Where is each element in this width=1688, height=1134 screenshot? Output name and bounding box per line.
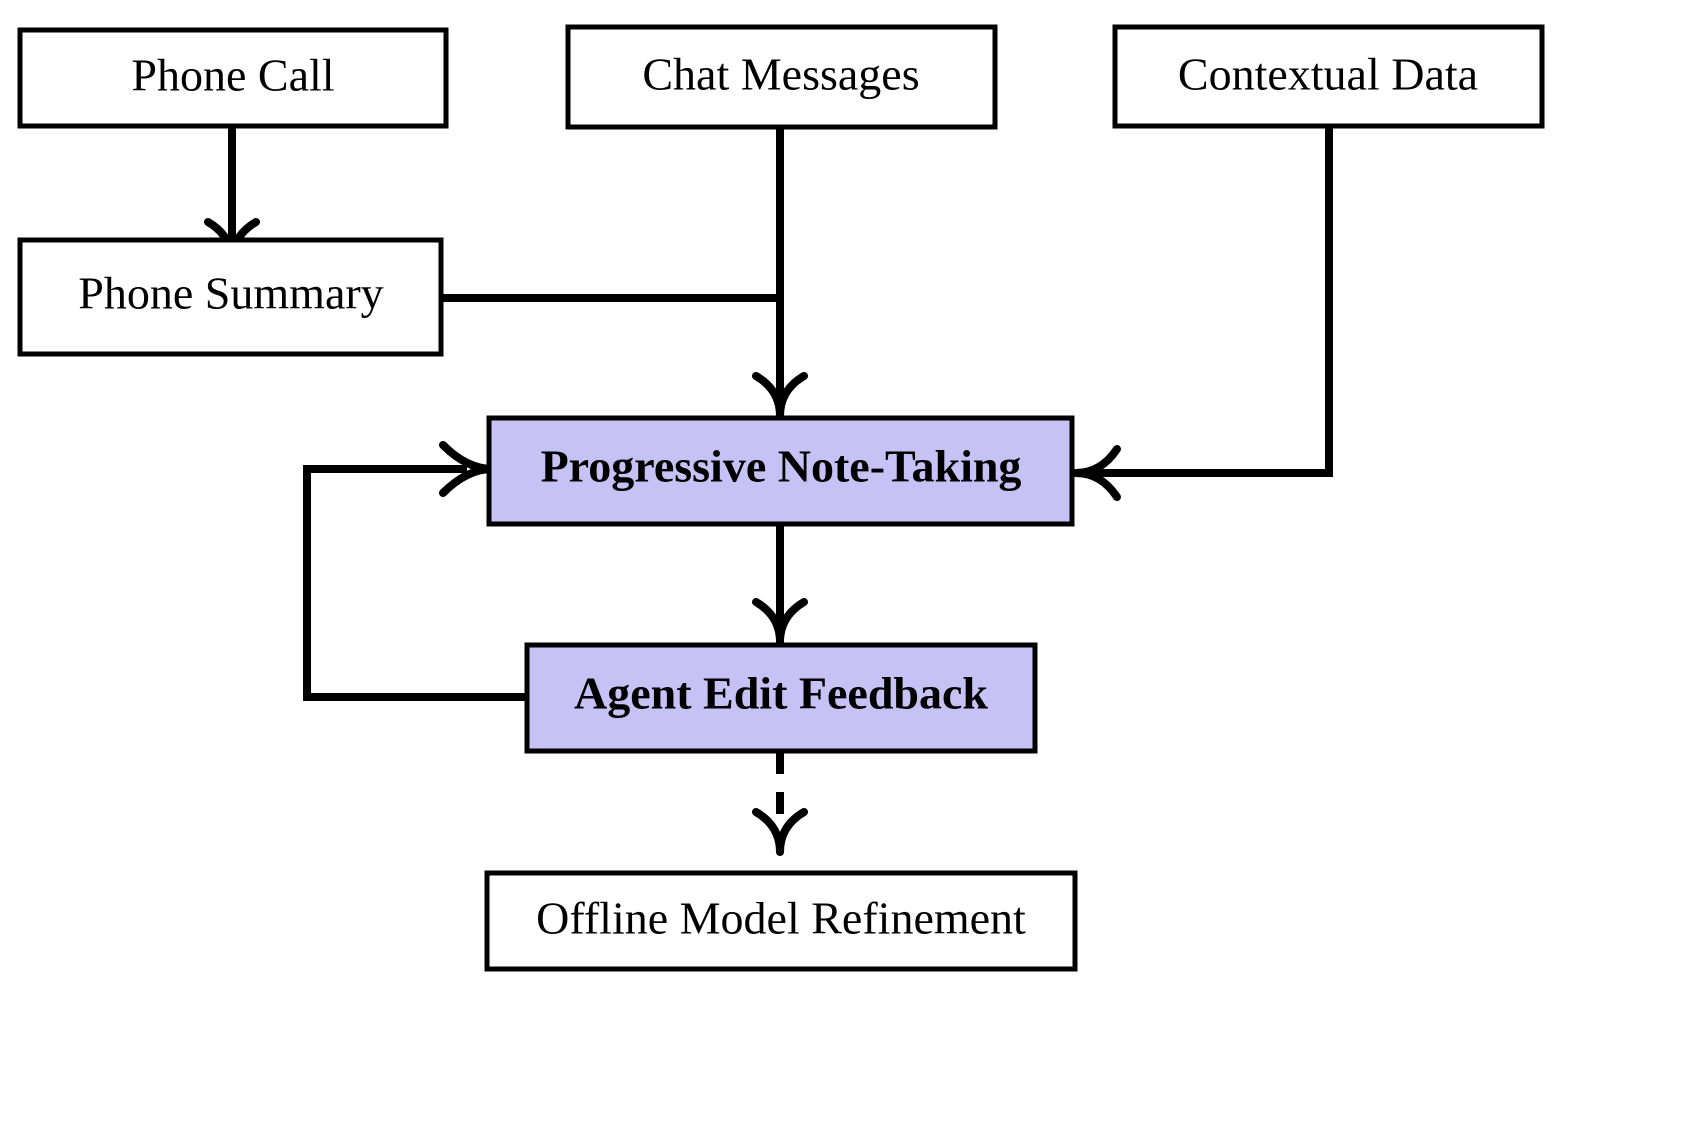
node-progressive-note-taking[interactable]: Progressive Note-Taking — [486, 415, 1075, 527]
node-phone-summary-label: Phone Summary — [78, 268, 383, 319]
node-chat-messages-label: Chat Messages — [642, 49, 919, 100]
node-offline-model-refinement-label: Offline Model Refinement — [536, 893, 1026, 944]
edge-agent-edit-to-offline-refine — [752, 752, 808, 856]
edge-progressive-note-to-agent-edit — [752, 523, 808, 646]
node-phone-summary[interactable]: Phone Summary — [17, 237, 444, 357]
node-contextual-data-box[interactable] — [1112, 24, 1545, 129]
node-agent-edit-feedback-label: Agent Edit Feedback — [574, 668, 988, 719]
node-contextual-data[interactable]: Contextual Data — [1112, 24, 1545, 129]
node-offline-model-refinement-box[interactable] — [484, 870, 1078, 972]
node-contextual-data-label: Contextual Data — [1178, 49, 1478, 100]
node-agent-edit-feedback-box[interactable] — [524, 642, 1038, 754]
node-offline-model-refinement[interactable]: Offline Model Refinement — [484, 870, 1078, 972]
node-phone-call-label: Phone Call — [131, 50, 334, 101]
node-phone-call[interactable]: Phone Call — [17, 27, 449, 129]
node-agent-edit-feedback[interactable]: Agent Edit Feedback — [524, 642, 1038, 754]
node-phone-call-box[interactable] — [17, 27, 449, 129]
edge-contextual-data-to-progressive-note — [1072, 126, 1333, 501]
node-chat-messages[interactable]: Chat Messages — [565, 24, 998, 130]
node-phone-summary-box[interactable] — [17, 237, 444, 357]
node-progressive-note-taking-label: Progressive Note-Taking — [541, 441, 1022, 492]
edge-chat-messages-to-progressive-note — [752, 127, 808, 420]
node-progressive-note-taking-box[interactable] — [486, 415, 1075, 527]
node-chat-messages-box[interactable] — [565, 24, 998, 130]
